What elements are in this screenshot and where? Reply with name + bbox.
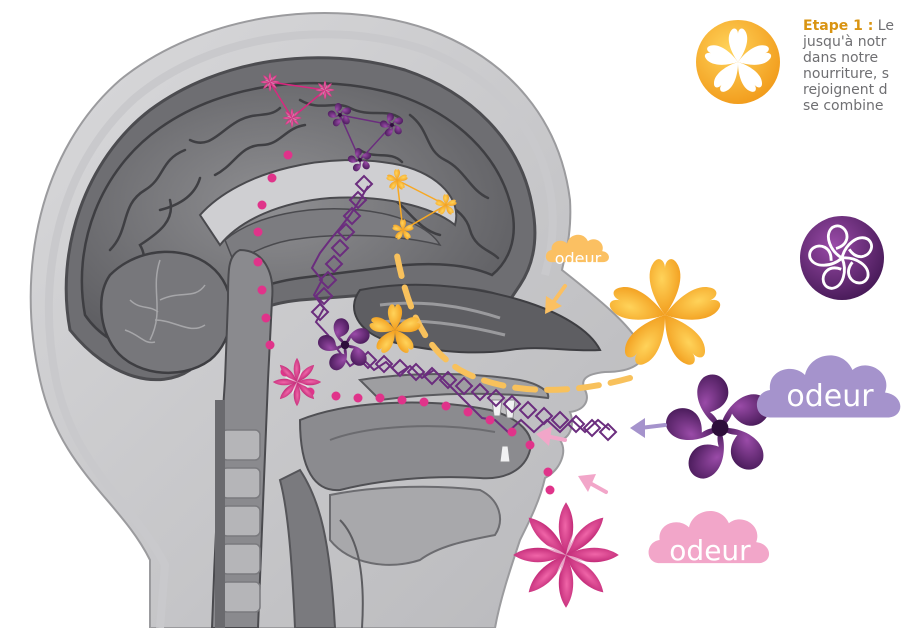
lilac-cloud-label: odeur [786, 379, 874, 414]
step-label: Etape 1 : [803, 18, 873, 34]
pink-cloud-label: odeur [669, 534, 751, 567]
caption-line-3: dans notre [803, 50, 903, 66]
pink-arrow-lower [578, 474, 606, 492]
orange-flower-icon [696, 20, 780, 104]
lilac-arrow [630, 418, 665, 438]
caption-line-2: jusqu'à notr [803, 34, 903, 50]
purple-flower-icon [800, 216, 884, 300]
pink-flower-throat [273, 358, 321, 406]
step-caption: Etape 1 : Le jusqu'à notr dans notre nou… [803, 18, 903, 114]
purple-flower-large [660, 371, 769, 485]
caption-line-5: rejoignent d [803, 82, 903, 98]
caption-line-6: se combine [803, 98, 903, 114]
caption-line-4: nourriture, s [803, 66, 903, 82]
caption-line-1: Etape 1 : Le [803, 18, 903, 34]
orange-cloud-label: odeur [555, 249, 602, 268]
pink-flower-large [513, 502, 619, 608]
